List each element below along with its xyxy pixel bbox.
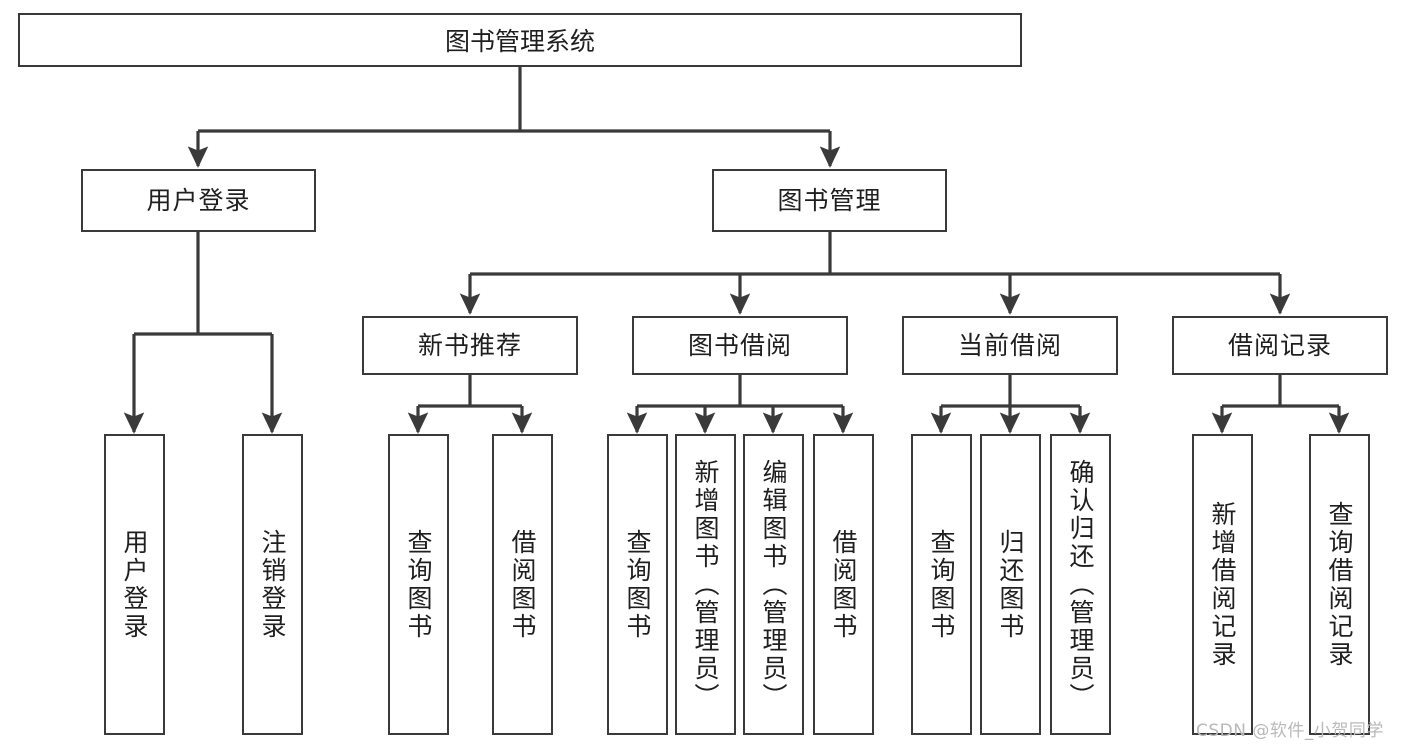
csdn-watermark: CSDN @软件_小贺同学 (1196, 721, 1384, 741)
node-leaf-query-book-current[interactable]: 查询图书 (911, 434, 972, 735)
node-leaf-query-book-borrow[interactable]: 查询图书 (607, 434, 668, 735)
node-label: 新增图书（管理员） (691, 458, 720, 711)
node-label: 当前借阅 (957, 330, 1062, 360)
node-label: 查询图书 (927, 528, 956, 641)
node-label: 注销登录 (258, 528, 287, 641)
node-leaf-user-logout[interactable]: 注销登录 (242, 434, 303, 735)
node-leaf-return-book[interactable]: 归还图书 (980, 434, 1041, 735)
node-book-borrow[interactable]: 图书借阅 (632, 316, 848, 375)
node-leaf-query-borrow-record[interactable]: 查询借阅记录 (1309, 434, 1370, 735)
node-label: 编辑图书（管理员） (759, 458, 788, 711)
node-root-book-management-system[interactable]: 图书管理系统 (18, 13, 1022, 67)
node-label: 借阅记录 (1227, 330, 1332, 360)
node-label: 查询借阅记录 (1325, 500, 1354, 669)
node-current-borrow[interactable]: 当前借阅 (902, 316, 1118, 375)
node-label: 图书管理系统 (444, 27, 595, 56)
node-leaf-borrow-book-recommend[interactable]: 借阅图书 (492, 434, 553, 735)
node-borrow-record[interactable]: 借阅记录 (1172, 316, 1388, 375)
node-label: 查询图书 (404, 528, 433, 641)
node-label: 用户登录 (120, 528, 149, 641)
node-label: 查询图书 (623, 528, 652, 641)
node-leaf-add-book-admin[interactable]: 新增图书（管理员） (675, 434, 736, 735)
node-leaf-edit-book-admin[interactable]: 编辑图书（管理员） (743, 434, 804, 735)
node-leaf-add-borrow-record[interactable]: 新增借阅记录 (1192, 434, 1253, 735)
node-new-book-recommend[interactable]: 新书推荐 (362, 316, 578, 375)
node-label: 借阅图书 (829, 528, 858, 641)
node-label: 确认归还（管理员） (1066, 458, 1095, 711)
node-label: 图书借阅 (687, 330, 792, 360)
node-label: 归还图书 (996, 528, 1025, 641)
node-leaf-borrow-book-borrow[interactable]: 借阅图书 (813, 434, 874, 735)
node-book-management[interactable]: 图书管理 (712, 169, 947, 232)
node-label: 用户登录 (146, 185, 251, 215)
node-label: 图书管理 (777, 185, 882, 215)
node-user-login[interactable]: 用户登录 (81, 169, 316, 232)
node-label: 新增借阅记录 (1208, 500, 1237, 669)
node-leaf-user-login[interactable]: 用户登录 (104, 434, 165, 735)
node-label: 借阅图书 (508, 528, 537, 641)
node-leaf-confirm-return-admin[interactable]: 确认归还（管理员） (1050, 434, 1111, 735)
node-label: 新书推荐 (417, 330, 522, 360)
node-leaf-query-book-recommend[interactable]: 查询图书 (388, 434, 449, 735)
